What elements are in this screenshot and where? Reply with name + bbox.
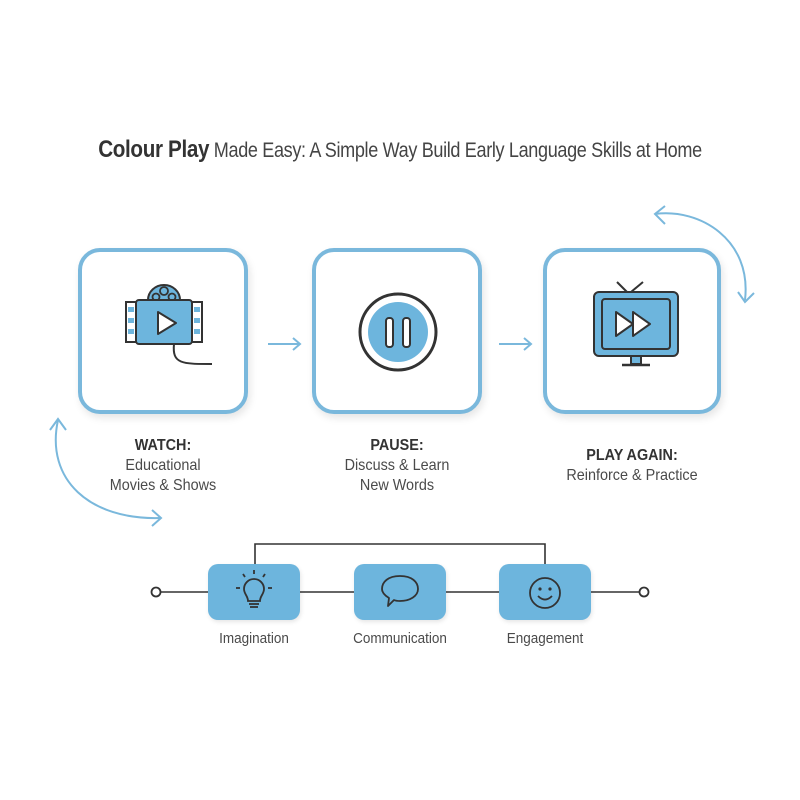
step-desc-line1: Educational	[125, 457, 201, 474]
pause-button-icon	[358, 292, 438, 372]
step-label-play-again: PLAY AGAIN: Reinforce & Practice	[542, 446, 722, 486]
step-card-pause	[312, 248, 482, 414]
speech-bubble-icon	[381, 575, 419, 607]
step-heading: PLAY AGAIN:	[586, 447, 678, 464]
skill-box-engagement	[499, 564, 591, 620]
arrow-right-icon	[268, 337, 302, 351]
step-desc-line1: Reinforce & Practice	[566, 467, 698, 484]
skill-label-imagination: Imagination	[219, 630, 289, 647]
step-label-watch: WATCH: Educational Movies & Shows	[73, 436, 253, 496]
step-heading: WATCH:	[134, 437, 192, 454]
step-desc-line2: Movies & Shows	[109, 477, 217, 494]
step-desc-line1: Discuss & Learn	[344, 457, 450, 474]
step-desc-line2: New Words	[359, 477, 435, 494]
skill-box-imagination	[208, 564, 300, 620]
step-card-play-again	[543, 248, 721, 414]
bracket-connector	[254, 543, 546, 566]
tv-fast-forward-icon	[593, 281, 679, 367]
line-end-right	[638, 586, 650, 598]
title-rest: Made Easy: A Simple Way Build Early Lang…	[209, 139, 702, 162]
title-strong: Colour Play	[98, 136, 210, 163]
smiley-face-icon	[529, 577, 561, 609]
skill-label-engagement: Engagement	[506, 630, 584, 647]
skill-box-communication	[354, 564, 446, 620]
lightbulb-icon	[236, 570, 272, 608]
step-label-pause: PAUSE: Discuss & Learn New Words	[307, 436, 487, 496]
step-card-watch	[78, 248, 248, 414]
step-heading: PAUSE:	[370, 437, 424, 454]
line-end-left	[150, 586, 162, 598]
page-title: Colour Play Made Easy: A Simple Way Buil…	[56, 136, 744, 164]
film-reel-play-icon	[125, 284, 213, 365]
skill-label-communication: Communication	[353, 630, 447, 647]
arrow-right-icon	[499, 337, 533, 351]
